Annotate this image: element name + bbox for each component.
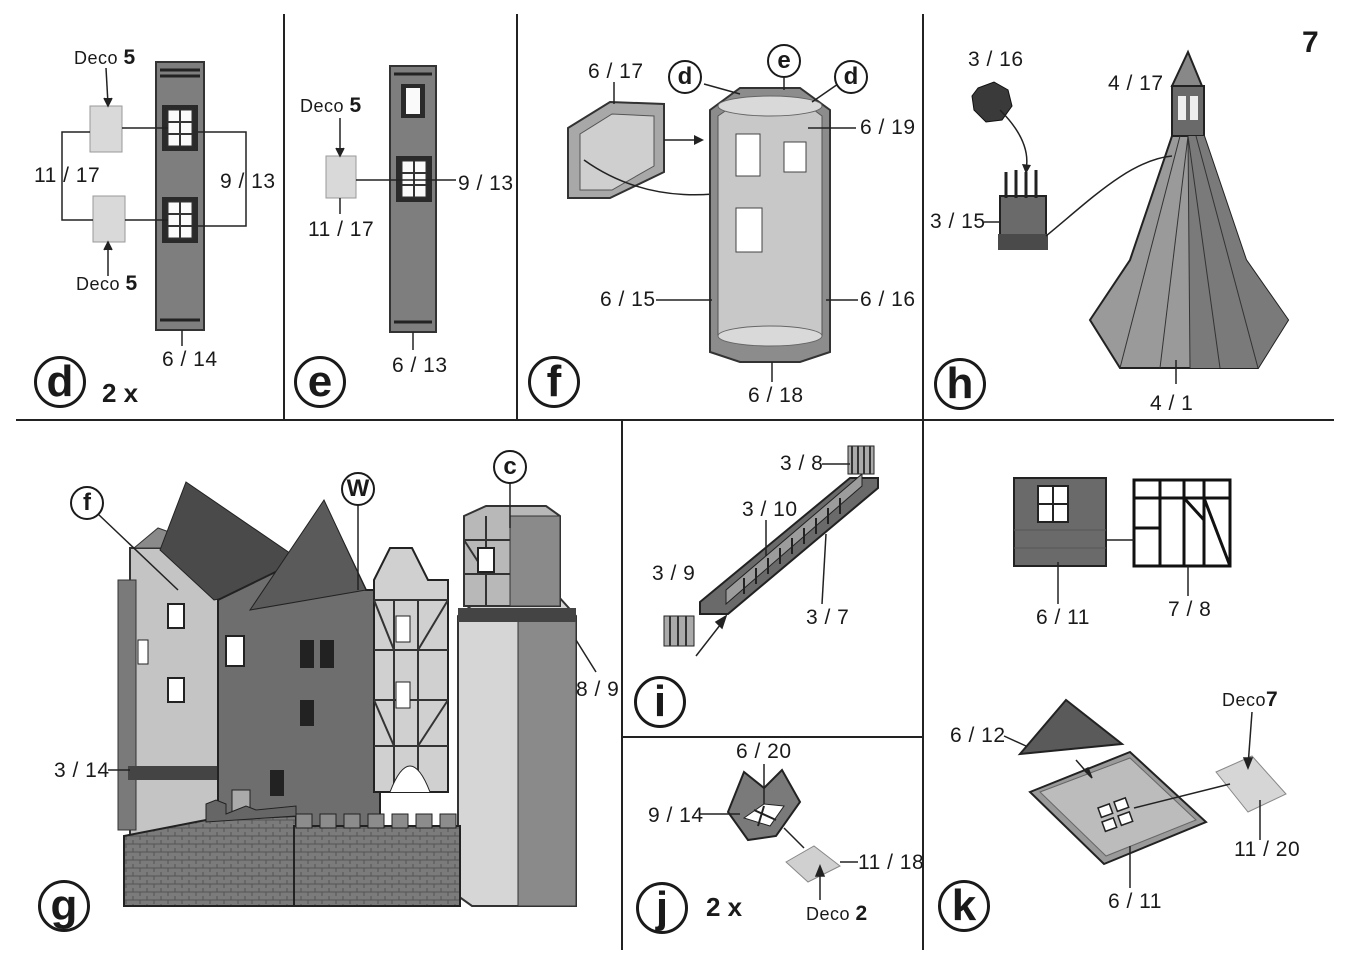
part-label: 11 / 18	[858, 851, 924, 875]
callout-c: c	[493, 450, 527, 484]
part-label: 6 / 18	[748, 384, 804, 408]
step-i-badge: i	[634, 676, 686, 728]
part-label: 6 / 11	[1108, 890, 1162, 914]
part-label: 4 / 17	[1108, 72, 1164, 96]
deco-label: Deco 5	[300, 94, 362, 118]
panel-j-art	[700, 764, 858, 900]
part-label: 6 / 19	[860, 116, 916, 140]
step-e-badge: e	[294, 356, 346, 408]
step-k-badge: k	[938, 880, 990, 932]
part-label: 3 / 15	[930, 210, 986, 234]
part-label: 6 / 11	[1036, 606, 1090, 630]
part-label: 11 / 17	[308, 218, 374, 242]
part-label: 9 / 14	[648, 804, 704, 828]
step-f-badge: f	[528, 356, 580, 408]
part-label: 6 / 15	[600, 288, 656, 312]
part-label: 7 / 8	[1168, 598, 1211, 622]
panel-f-art	[568, 78, 858, 382]
part-label: 3 / 14	[54, 759, 110, 783]
panel-g-art	[98, 482, 596, 906]
step-d-badge: d	[34, 356, 86, 408]
part-label: 9 / 13	[220, 170, 276, 194]
callout-d: d	[668, 60, 702, 94]
callout-f: f	[70, 486, 104, 520]
part-label: 3 / 7	[806, 606, 849, 630]
callout-d: d	[834, 60, 868, 94]
part-label: 8 / 9	[576, 678, 619, 702]
part-label: 6 / 14	[162, 348, 218, 372]
part-label: 3 / 8	[780, 452, 823, 476]
deco-label: Deco 2	[806, 902, 868, 926]
part-label: 6 / 13	[392, 354, 448, 378]
part-label: 9 / 13	[458, 172, 514, 196]
part-label: 11 / 20	[1234, 838, 1300, 862]
part-label: 3 / 10	[742, 498, 798, 522]
part-label: 3 / 16	[968, 48, 1024, 72]
callout-w: W	[341, 472, 375, 506]
page-number: 7	[1302, 26, 1319, 60]
panel-h-art	[972, 52, 1288, 384]
part-label: 3 / 9	[652, 562, 695, 586]
part-label: 4 / 1	[1150, 392, 1193, 416]
callout-e: e	[767, 44, 801, 78]
deco-label: Deco 5	[76, 272, 138, 296]
step-h-badge: h	[934, 358, 986, 410]
part-label: 6 / 17	[588, 60, 644, 84]
multiplier-label: 2 x	[706, 892, 742, 923]
part-label: 11 / 17	[34, 164, 100, 188]
multiplier-label: 2 x	[102, 378, 138, 409]
deco-label: Deco 5	[74, 46, 136, 70]
step-j-badge: j	[636, 882, 688, 934]
step-g-badge: g	[38, 880, 90, 932]
panel-k-art	[1004, 478, 1286, 888]
part-label: 6 / 16	[860, 288, 916, 312]
deco-label: Deco7	[1222, 688, 1278, 712]
panel-d-art	[62, 62, 246, 346]
part-label: 6 / 12	[950, 724, 1006, 748]
part-label: 6 / 20	[736, 740, 792, 764]
